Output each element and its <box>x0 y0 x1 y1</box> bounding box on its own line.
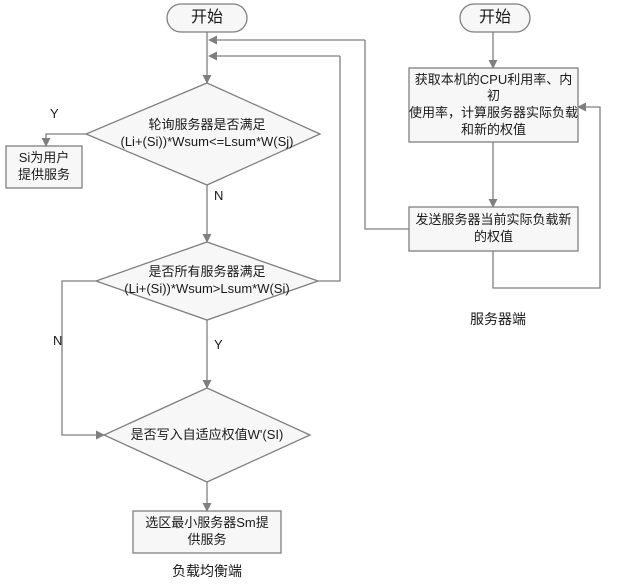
shape-process-select-min <box>132 510 282 554</box>
edge-label-all-servers-no: N <box>53 333 63 348</box>
shape-decision-all-servers <box>94 241 320 321</box>
edge-label-poll-yes: Y <box>50 106 59 121</box>
shape-process-send-load <box>408 206 579 252</box>
edge-label-all-servers-yes: Y <box>214 337 223 352</box>
shape-decision-write-weight <box>102 387 312 483</box>
shape-decision-poll <box>84 82 322 186</box>
shape-start-right <box>459 3 531 33</box>
shape-start-left <box>166 3 248 33</box>
edge-all-servers-loop <box>318 56 341 282</box>
shape-process-serve-si <box>5 145 83 189</box>
shape-process-get-cpu <box>408 67 579 143</box>
edge-label-poll-no: N <box>214 188 224 203</box>
edge-poll-yes <box>41 133 86 147</box>
edge-send-to-balancer <box>364 40 409 230</box>
edge-all-servers-no <box>61 280 105 440</box>
section-label-server: 服务器端 <box>470 311 526 327</box>
section-label-load-balancer: 负载均衡端 <box>172 563 242 579</box>
edge-send-to-getcpu-loop <box>492 102 601 289</box>
